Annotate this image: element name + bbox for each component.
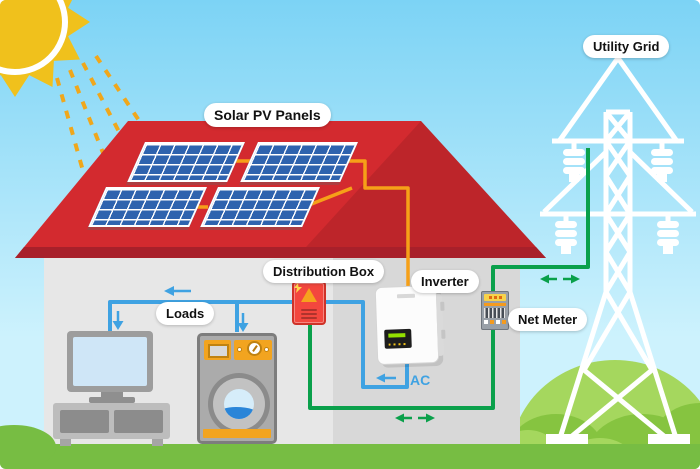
meter-display <box>484 294 506 301</box>
label-net-meter: Net Meter <box>508 308 588 331</box>
label-utility-grid: Utility Grid <box>583 35 670 58</box>
solar-panel <box>240 142 358 182</box>
tv-stand-door <box>114 410 163 433</box>
label-distribution-box: Distribution Box <box>263 260 385 283</box>
warning-icon <box>301 288 317 302</box>
tv <box>67 331 153 392</box>
washer-display-panel <box>204 340 231 360</box>
inverter-display <box>384 328 412 349</box>
utility-grid-tower <box>540 48 696 444</box>
washer-water <box>224 406 254 419</box>
flow-arrow-bidirectional <box>395 413 435 423</box>
box-vent-line <box>301 313 317 315</box>
flow-arrows-grid <box>395 274 580 423</box>
meter-digit <box>489 296 492 299</box>
inverter-mount-tab <box>440 301 445 311</box>
washer-dial-icon <box>247 341 262 356</box>
label-solar-pv-panels: Solar PV Panels <box>204 103 331 127</box>
washer-button <box>264 347 269 352</box>
washer-control-panel <box>234 340 272 360</box>
inverter-logo <box>396 293 416 299</box>
washer-door <box>208 373 270 435</box>
meter-bar <box>484 303 506 306</box>
solar-panel <box>127 142 245 182</box>
flow-arrow-down <box>237 313 249 332</box>
flow-arrows-ac <box>112 286 396 383</box>
label-loads: Loads <box>156 302 215 325</box>
washing-machine <box>197 333 277 444</box>
flow-arrow-bidirectional <box>540 274 580 284</box>
tv-screen <box>73 337 147 386</box>
solar-panel <box>88 187 207 227</box>
distribution-box <box>292 281 326 325</box>
solar-panel <box>200 187 320 227</box>
box-vent-line <box>301 309 317 311</box>
washer-door-glass <box>224 389 254 419</box>
inverter-mount-tab <box>441 329 446 339</box>
label-inverter: Inverter <box>411 270 479 293</box>
washer-door-ring <box>213 378 265 430</box>
inverter <box>374 284 446 366</box>
grid-wire <box>308 148 590 410</box>
meter-terminal <box>496 320 500 324</box>
tv-stand <box>53 403 170 446</box>
meter-digit <box>499 296 502 299</box>
washer-button <box>237 347 242 352</box>
flow-arrow-left <box>376 373 396 383</box>
inverter-lcd-line <box>388 333 406 338</box>
meter-terminal <box>484 320 488 324</box>
flow-arrow-down <box>112 311 124 330</box>
tv-stand-door <box>60 410 109 433</box>
inverter-buttons <box>388 343 407 346</box>
tv-stand-foot <box>152 439 163 446</box>
washer-base-strip <box>203 429 271 438</box>
grass <box>0 425 700 469</box>
tv-neck <box>101 392 123 398</box>
tv-stand-foot <box>60 439 71 446</box>
tower-insulators <box>555 143 679 254</box>
net-meter <box>481 291 509 330</box>
label-ac: AC <box>410 372 431 388</box>
sun-icon <box>0 0 90 97</box>
ac-wire <box>108 300 409 389</box>
meter-digit <box>494 296 497 299</box>
tv-base <box>89 397 135 403</box>
meter-vents <box>484 308 506 318</box>
washer-display <box>208 344 229 358</box>
meter-terminal <box>502 320 506 324</box>
lightning-bolt-icon <box>294 283 302 293</box>
flow-arrow-left <box>164 286 191 296</box>
box-vent-line <box>301 317 317 319</box>
meter-terminal <box>490 320 494 324</box>
